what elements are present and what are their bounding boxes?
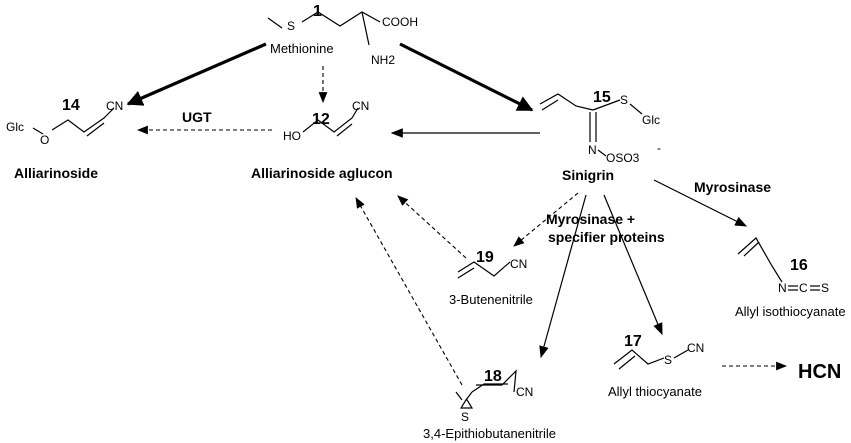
alliarinoside-name: Alliarinoside — [14, 165, 98, 181]
butenenitrile-nitrile-group: CN — [510, 257, 527, 271]
thiocyanate-number: 17 — [624, 333, 642, 350]
methionine-number: 1 — [313, 3, 322, 20]
aglucon-number: 12 — [312, 111, 330, 128]
sinigrin-number: 15 — [593, 89, 611, 106]
arrow-sinigrin-to-thiocyanate — [603, 194, 663, 336]
sinigrin-sulfate-group: OSO3 — [606, 151, 640, 165]
epithio-nitrile-group: CN — [516, 385, 533, 399]
alliarinoside-oxygen-atom: O — [40, 133, 49, 147]
methionine-carboxyl-group: COOH — [382, 15, 418, 29]
butenenitrile-name: 3-Butenenitrile — [449, 292, 533, 307]
ugt-enzyme-label: UGT — [182, 109, 212, 125]
arrow-methionine-to-alliarinoside — [126, 42, 267, 106]
aglucon-nitrile-group: CN — [352, 99, 369, 113]
alliarinoside-number: 14 — [62, 97, 80, 114]
sinigrin-glc-label: Glc — [642, 113, 660, 127]
thiocyanate-nitrile-group: CN — [687, 341, 704, 355]
aglucon-hydroxyl-group: HO — [283, 129, 301, 143]
sinigrin-charge: - — [657, 141, 661, 155]
methionine-structure: S COOH NH2 1 Methionine — [267, 3, 418, 67]
arrow-sinigrin-to-epithio — [539, 194, 587, 359]
specifier-label-line1: Myrosinase + — [546, 211, 635, 227]
methionine-amino-group: NH2 — [371, 53, 395, 67]
butenenitrile-number: 19 — [476, 249, 494, 266]
methionine-sulfur-atom: S — [287, 19, 295, 33]
sinigrin-structure: S Glc N OSO3 - 15 Sinigrin — [539, 89, 661, 183]
arrow-methionine-to-sinigrin — [399, 42, 534, 112]
thiocyanate-name: Allyl thiocyanate — [608, 384, 702, 399]
butenenitrile-structure: CN 19 3-Butenenitrile — [449, 249, 533, 307]
isothiocyanate-sulfur-atom: S — [821, 281, 829, 295]
epithio-name: 3,4-Epithiobutanenitrile — [423, 426, 556, 441]
isothiocyanate-structure: N C S 16 Allyl isothiocyanate — [735, 237, 846, 319]
isothiocyanate-nitrogen-atom: N — [778, 281, 787, 295]
epithio-number: 18 — [484, 368, 502, 385]
myrosinase-enzyme-label: Myrosinase — [694, 179, 771, 195]
aglucon-name: Alliarinoside aglucon — [251, 165, 393, 181]
thiocyanate-structure: S CN 17 Allyl thiocyanate — [608, 333, 704, 399]
arrow-sinigrin-to-isothiocyanate — [653, 179, 748, 227]
aglucon-structure: HO CN 12 Alliarinoside aglucon — [251, 99, 393, 181]
alliarinoside-nitrile-group: CN — [106, 99, 123, 113]
methionine-name: Methionine — [270, 41, 334, 56]
sinigrin-name: Sinigrin — [562, 167, 614, 183]
sinigrin-sulfur-atom: S — [620, 93, 628, 107]
sinigrin-nitrogen-atom: N — [588, 143, 597, 157]
hcn-label: HCN — [798, 361, 841, 383]
isothiocyanate-number: 16 — [790, 257, 808, 274]
alliarinoside-structure: Glc O CN 14 Alliarinoside — [6, 97, 123, 181]
epithio-sulfur-atom: S — [461, 410, 469, 424]
isothiocyanate-name: Allyl isothiocyanate — [735, 304, 846, 319]
arrow-epithio-to-aglucon — [355, 197, 463, 386]
epithio-structure: S CN 18 3,4-Epithiobutanenitrile — [423, 368, 556, 441]
specifier-label-line2: specifier proteins — [548, 229, 665, 245]
thiocyanate-sulfur-atom: S — [664, 353, 672, 367]
alliarinoside-glc-label: Glc — [6, 120, 24, 134]
isothiocyanate-carbon-atom: C — [799, 281, 808, 295]
arrow-butenenitrile-to-aglucon — [397, 195, 467, 259]
